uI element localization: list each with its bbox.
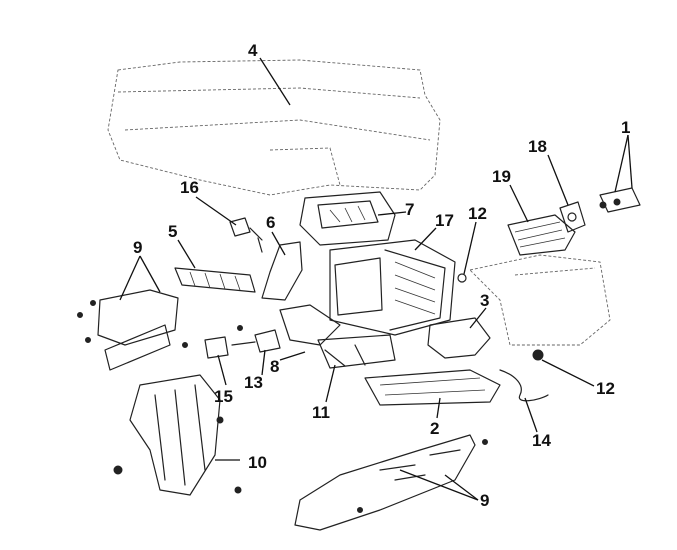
cable-part-14	[499, 369, 549, 402]
callout-9a: 9	[133, 238, 142, 257]
callout-16: 16	[180, 178, 199, 197]
plate-part-3	[427, 317, 491, 359]
duct-part-8	[279, 304, 341, 346]
callout-10: 10	[248, 453, 267, 472]
dashboard-part	[107, 59, 441, 196]
callout-9b: 9	[480, 491, 489, 510]
actuator-part-15	[182, 325, 243, 359]
callout-7: 7	[405, 200, 414, 219]
duct-top-part	[299, 191, 396, 246]
resistor-part-18	[559, 201, 586, 233]
callout-18: 18	[528, 137, 547, 156]
pedal-assembly-part-10	[113, 374, 242, 496]
duct-part-11	[317, 334, 396, 369]
leader-lines	[119, 57, 633, 501]
callout-1: 1	[621, 118, 630, 137]
callout-13: 13	[244, 373, 263, 392]
callout-labels: 1 18 4 19 16 7 12 17 6 5 9 3 8 13 15 11 …	[133, 41, 630, 510]
callout-12a: 12	[468, 204, 487, 223]
panel-part-9-lower	[294, 434, 488, 531]
duct-part-5	[174, 267, 256, 293]
callout-17: 17	[435, 211, 454, 230]
switch-part-16	[229, 217, 263, 253]
callout-5: 5	[168, 222, 177, 241]
callout-12b: 12	[596, 379, 615, 398]
bulb-part-1	[599, 187, 641, 213]
blower-part-19	[507, 214, 576, 256]
callout-4: 4	[248, 41, 258, 60]
blower-case-outline	[469, 254, 611, 346]
actuator-part-13	[231, 329, 281, 353]
grommet-part-12	[457, 273, 544, 361]
callout-19: 19	[492, 167, 511, 186]
heater-housing-part	[329, 239, 456, 336]
callout-11: 11	[312, 403, 330, 422]
callout-15: 15	[214, 387, 233, 406]
callout-14: 14	[532, 431, 551, 450]
duct-part-2	[364, 369, 501, 406]
bracket-part-9-left	[77, 289, 179, 371]
callout-8: 8	[270, 357, 279, 376]
callout-6: 6	[266, 213, 275, 232]
callout-3: 3	[480, 291, 489, 310]
callout-2: 2	[430, 419, 439, 438]
duct-part-6	[261, 241, 303, 301]
